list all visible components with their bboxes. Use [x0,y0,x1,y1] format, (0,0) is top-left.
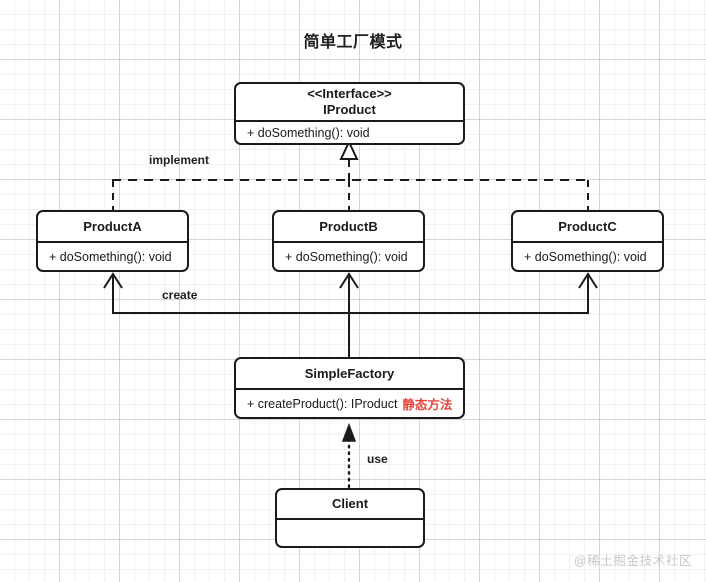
class-box-product-b[interactable]: ProductB + doSomething(): void [272,210,425,272]
class-box-product-a[interactable]: ProductA + doSomething(): void [36,210,189,272]
product-c-divider [513,241,662,243]
watermark: @稀土掘金技术社区 [573,554,692,568]
product-b-member: + doSomething(): void [285,249,408,264]
class-box-client[interactable]: Client [275,488,425,548]
page-title: 简单工厂模式 [303,34,403,51]
iproduct-name: IProduct [323,102,376,117]
product-a-name: ProductA [83,218,142,234]
simple-factory-name: SimpleFactory [304,365,395,381]
product-a-member: + doSomething(): void [49,249,172,264]
product-c-name: ProductC [558,218,617,234]
create-arrowhead-product-b [339,272,359,289]
product-b-name: ProductB [319,218,378,234]
implement-hollow-arrowhead [339,139,359,160]
simple-factory-divider [236,388,463,390]
edge-label-implement: implement [149,153,210,167]
iproduct-header: <<Interface>> IProduct [236,84,463,120]
product-b-divider [274,241,423,243]
iproduct-divider [236,120,463,122]
class-box-product-c[interactable]: ProductC + doSomething(): void [511,210,664,272]
edge-label-create: create [162,288,198,302]
client-member [277,520,423,546]
class-box-iproduct[interactable]: <<Interface>> IProduct + doSomething(): … [234,82,465,145]
implement-connector [112,139,589,210]
simple-factory-static-note: 静态方法 [402,398,453,412]
client-name: Client [331,496,369,511]
create-connector [103,272,598,357]
class-box-simple-factory[interactable]: SimpleFactory + createProduct(): IProduc… [234,357,465,419]
client-divider [277,518,423,520]
create-arrowhead-product-a [103,272,123,289]
edge-label-use: use [367,452,388,466]
use-solid-arrowhead [341,422,357,442]
iproduct-member: + doSomething(): void [247,125,370,140]
product-a-divider [38,241,187,243]
create-arrowhead-product-c [578,272,598,289]
simple-factory-member: + createProduct(): IProduct [247,396,398,411]
use-connector [341,422,357,489]
product-c-member: + doSomething(): void [524,249,647,264]
simple-factory-member-row: + createProduct(): IProduct 静态方法 [236,390,463,417]
iproduct-stereotype: <<Interface>> [307,86,392,101]
